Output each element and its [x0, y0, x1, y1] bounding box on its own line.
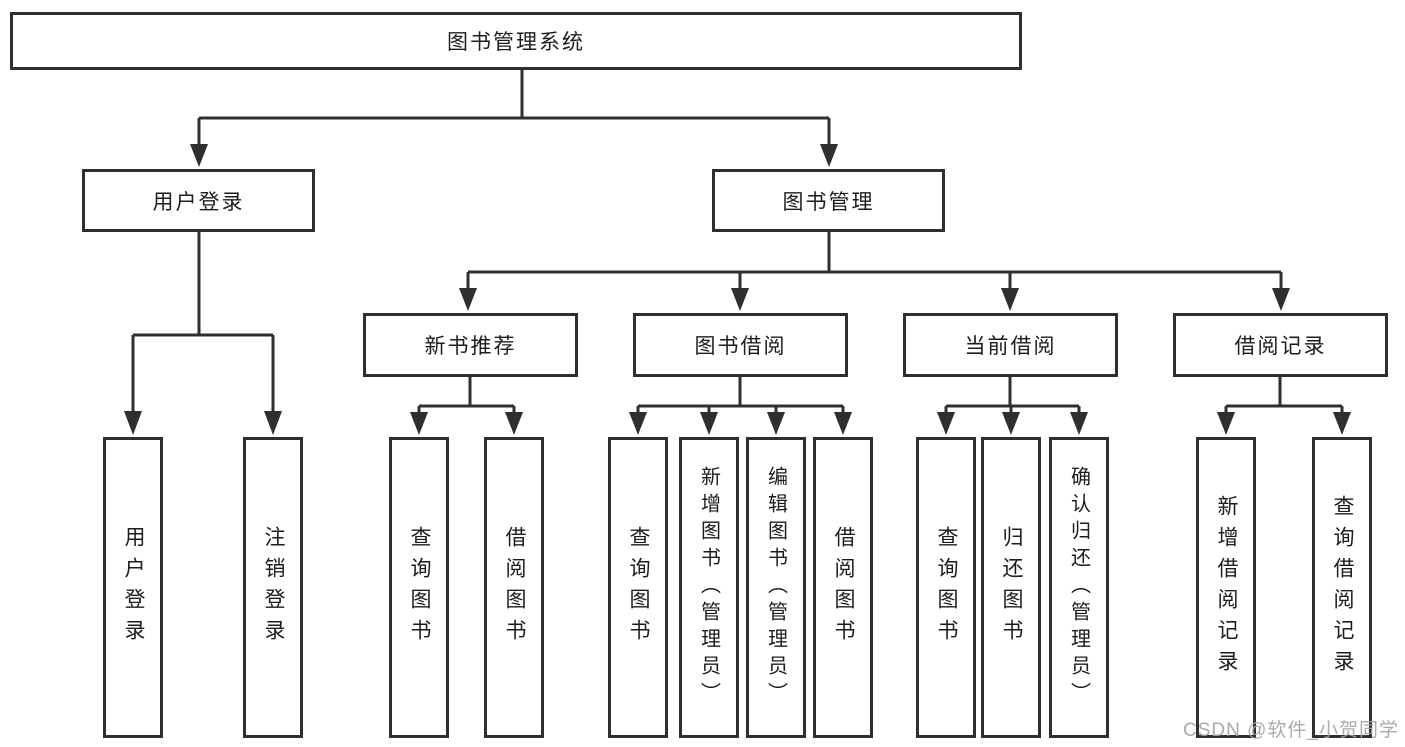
connector-root-to-level2 [190, 70, 838, 167]
connector-newbooks-to-leaves [410, 377, 523, 435]
connector-currentborrow-to-leaves [937, 377, 1088, 435]
leaf-borrow-borrow-label: 借阅图书 [832, 525, 855, 650]
node-current-borrowing-label: 当前借阅 [964, 335, 1057, 358]
node-borrowing-records: 借阅记录 [1173, 313, 1388, 377]
leaf-current-return: 归还图书 [981, 437, 1041, 738]
node-system-root: 图书管理系统 [10, 12, 1022, 70]
node-new-book-recommend: 新书推荐 [363, 313, 578, 377]
leaf-current-query-label: 查询图书 [935, 525, 958, 650]
leaf-records-add-label: 新增借阅记录 [1215, 494, 1238, 681]
connector-userlogin-to-leaves [124, 232, 282, 435]
node-book-borrowing-label: 图书借阅 [694, 335, 787, 358]
leaf-logout: 注销登录 [243, 437, 303, 738]
leaf-current-confirm-admin-label: 确认归还（管理员） [1067, 466, 1090, 709]
leaf-newbooks-query-label: 查询图书 [408, 525, 431, 650]
leaf-records-add: 新增借阅记录 [1196, 437, 1256, 738]
leaf-current-confirm-admin: 确认归还（管理员） [1049, 437, 1109, 738]
leaf-current-query: 查询图书 [916, 437, 976, 738]
csdn-watermark: CSDN @软件_小贺同学 [1183, 720, 1399, 741]
leaf-newbooks-borrow: 借阅图书 [484, 437, 544, 738]
node-new-book-recommend-label: 新书推荐 [424, 335, 517, 358]
node-borrowing-records-label: 借阅记录 [1234, 335, 1327, 358]
connector-bookborrow-to-leaves [629, 377, 852, 435]
connector-bookmgmt-to-level3 [459, 232, 1290, 311]
connector-records-to-leaves [1217, 377, 1351, 435]
node-current-borrowing: 当前借阅 [903, 313, 1118, 377]
leaf-user-login: 用户登录 [103, 437, 163, 738]
node-user-login-label: 用户登录 [152, 190, 245, 214]
leaf-borrow-query: 查询图书 [608, 437, 668, 738]
leaf-borrow-edit-admin-label: 编辑图书（管理员） [764, 466, 787, 709]
leaf-borrow-edit-admin: 编辑图书（管理员） [746, 437, 806, 738]
leaf-user-login-label: 用户登录 [122, 525, 145, 650]
leaf-borrow-query-label: 查询图书 [627, 525, 650, 650]
leaf-newbooks-borrow-label: 借阅图书 [503, 525, 526, 650]
node-book-management: 图书管理 [712, 169, 945, 232]
node-system-root-label: 图书管理系统 [447, 31, 585, 54]
leaf-borrow-borrow: 借阅图书 [813, 437, 873, 738]
node-book-management-label: 图书管理 [782, 190, 875, 214]
leaf-logout-label: 注销登录 [262, 525, 285, 650]
node-user-login: 用户登录 [82, 169, 315, 232]
leaf-borrow-add-admin: 新增图书（管理员） [679, 437, 739, 738]
leaf-records-query: 查询借阅记录 [1312, 437, 1372, 738]
leaf-borrow-add-admin-label: 新增图书（管理员） [697, 466, 720, 709]
node-book-borrowing: 图书借阅 [633, 313, 848, 377]
leaf-records-query-label: 查询借阅记录 [1331, 494, 1354, 681]
leaf-current-return-label: 归还图书 [1000, 525, 1023, 650]
leaf-newbooks-query: 查询图书 [389, 437, 449, 738]
